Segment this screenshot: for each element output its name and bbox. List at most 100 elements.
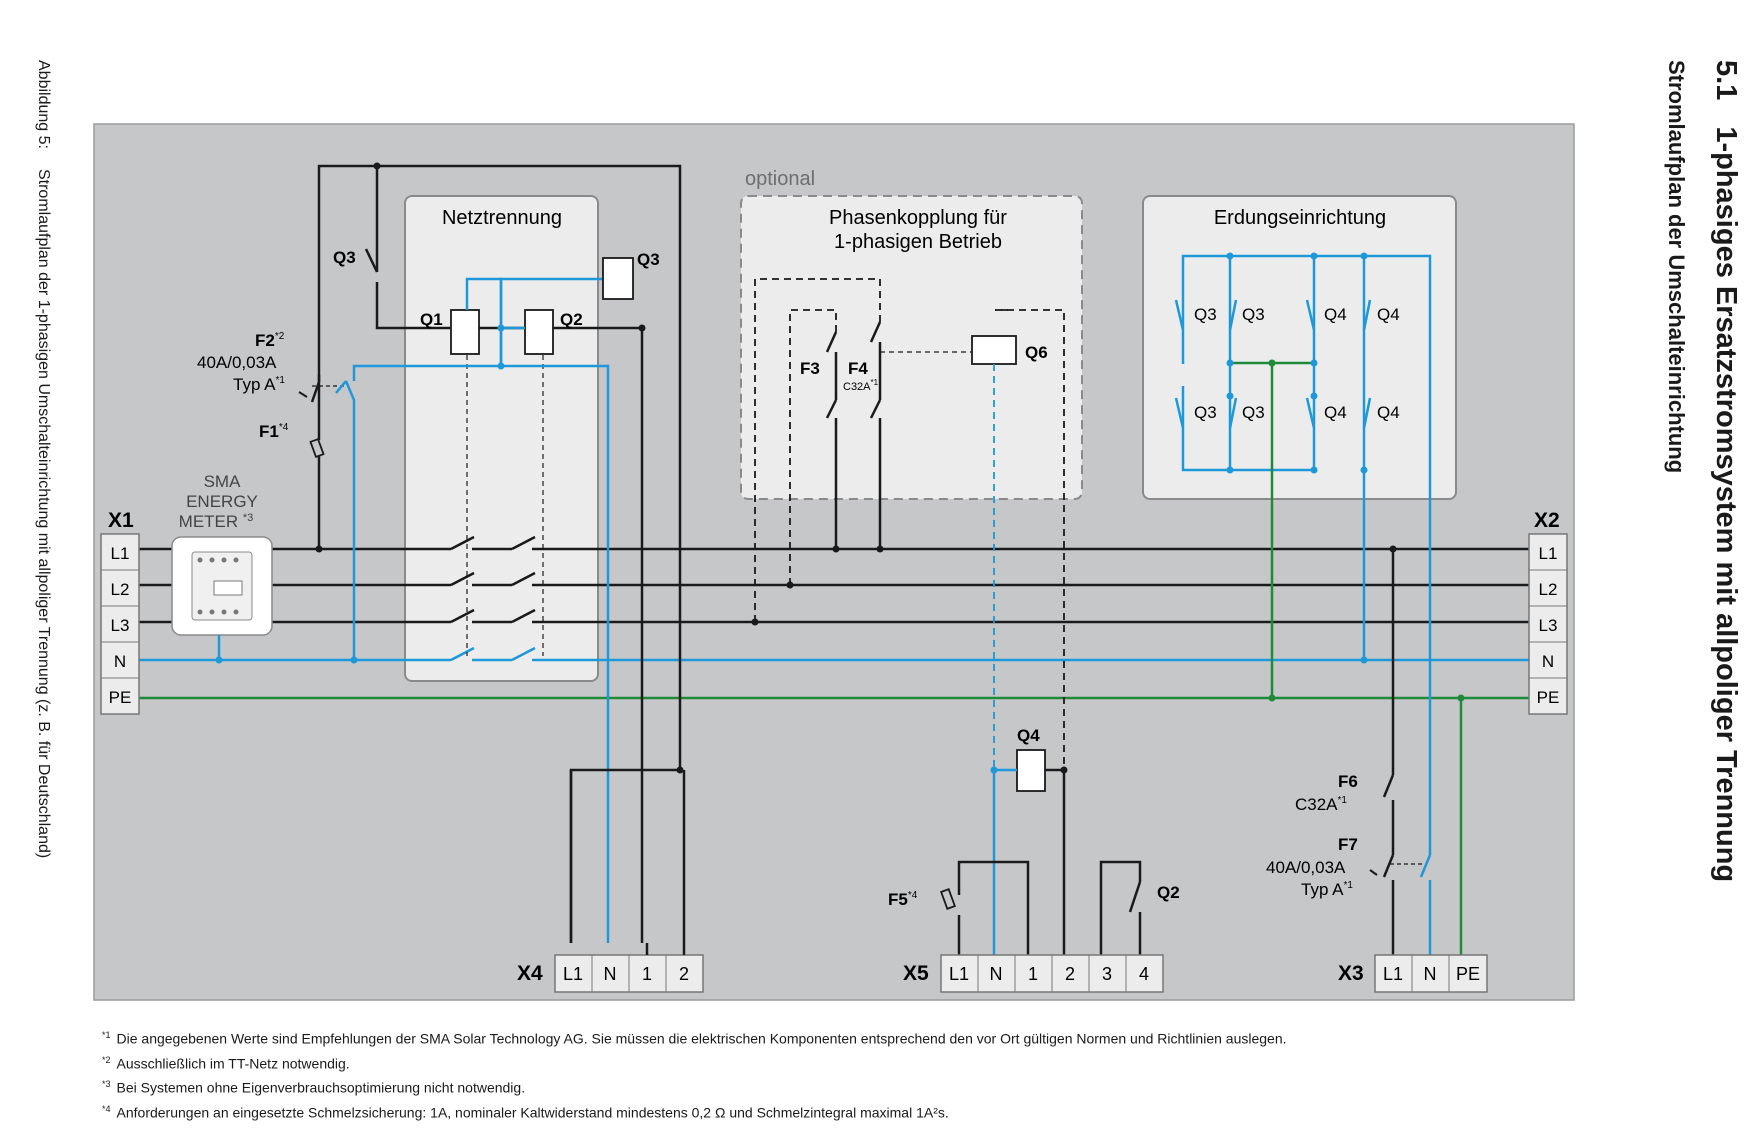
x2-terminal-l3: L3	[1539, 616, 1558, 635]
q6-coil: Q6	[971, 335, 1048, 365]
f2-label: F2	[255, 331, 275, 350]
terminal-block-x5: X5 L1 N 1 2 3 4	[903, 954, 1164, 993]
erdung-q3-4: Q3	[1242, 403, 1265, 422]
footnotes: *1 Die angegebenen Werte sind Empfehlunge…	[102, 1025, 1287, 1124]
f6-breaker: F6 C32A*1	[1295, 772, 1358, 814]
x1-terminal-l1: L1	[111, 544, 130, 563]
f1-label: F1	[259, 422, 279, 441]
q4-label: Q4	[1017, 726, 1040, 745]
f5-fuse: F5*4	[888, 888, 956, 910]
f2-rating: 40A/0,03A	[197, 353, 277, 372]
f6-rating: C32A	[1295, 795, 1338, 814]
x1-terminal-l3: L3	[111, 616, 130, 635]
x2-terminal-l1: L1	[1539, 544, 1558, 563]
netztrennung-contacts	[450, 355, 544, 662]
erdung-label: Erdungseinrichtung	[1214, 207, 1386, 229]
x5-wiring	[957, 768, 1142, 955]
x4-label: X4	[517, 962, 543, 985]
junction-dots	[215, 162, 1465, 774]
erdung-box	[1142, 195, 1457, 500]
footnote-mark-2: *2	[102, 1054, 111, 1065]
x3-terminal-pe: PE	[1456, 964, 1480, 984]
x5-terminal-n: N	[990, 964, 1003, 984]
x4-feed-lines	[645, 770, 686, 955]
f7-rcd: F7 40A/0,03A Typ A*1	[1266, 835, 1358, 899]
q1-coil: Q1	[420, 309, 480, 355]
f7-type: Typ A	[1301, 880, 1344, 899]
footnote-3: *3 Bei Systemen ohne Eigenverbrauchsoptim…	[102, 1074, 1287, 1099]
erdung-q3-3: Q3	[1194, 403, 1217, 422]
x4-terminal-2: 2	[679, 964, 689, 984]
x4-terminal-1: 1	[642, 964, 652, 984]
x1-terminal-n: N	[114, 652, 126, 671]
svg-text:C32A*1: C32A*1	[843, 378, 879, 393]
x4-terminal-n: N	[604, 964, 617, 984]
svg-text:Typ A*1: Typ A*1	[233, 375, 285, 394]
x5-terminal-2: 2	[1065, 964, 1075, 984]
f4-note: *1	[871, 378, 879, 387]
f2-type-note: *1	[276, 375, 286, 386]
f3-label: F3	[800, 359, 820, 378]
footnote-1: *1 Die angegebenen Werte sind Empfehlunge…	[102, 1025, 1287, 1050]
netztrennung-box	[404, 195, 599, 682]
x5-terminal-3: 3	[1102, 964, 1112, 984]
meter-label-3: METER	[179, 512, 239, 531]
f5-note: *4	[908, 890, 918, 901]
q3-left-label: Q3	[333, 248, 356, 267]
q2-contact-label: Q2	[1157, 883, 1180, 902]
x2-label: X2	[1534, 509, 1560, 532]
footnote-4: *4 Anforderungen an eingesetzte Schmelzsi…	[102, 1099, 1287, 1124]
svg-text:F1*4: F1*4	[259, 422, 289, 441]
q2-label: Q2	[560, 310, 583, 329]
meter-note: *3	[243, 512, 253, 524]
terminal-block-x2: X2 L1 L2 L3 N PE	[1528, 509, 1568, 715]
footnote-text-2: Ausschließlich im TT-Netz notwendig.	[116, 1055, 350, 1072]
footnote-mark-3: *3	[102, 1079, 111, 1090]
meter-label-1: SMA	[204, 472, 242, 491]
f7-rating: 40A/0,03A	[1266, 858, 1346, 877]
q3-coil-label: Q3	[637, 250, 660, 269]
footnote-mark-4: *4	[102, 1103, 111, 1114]
terminal-block-x3: X3 L1 N PE	[1338, 954, 1488, 993]
erdung-q4-3: Q4	[1324, 403, 1347, 422]
meter-label-2: ENERGY	[186, 492, 258, 511]
footnote-2: *2 Ausschließlich im TT-Netz notwendig.	[102, 1050, 1287, 1075]
x1-label: X1	[108, 509, 134, 532]
q1-label: Q1	[420, 310, 443, 329]
svg-text:F2*2: F2*2	[255, 331, 285, 350]
x3-terminal-l1: L1	[1383, 964, 1403, 984]
f6-note: *1	[1338, 795, 1348, 806]
q6-label: Q6	[1025, 343, 1048, 362]
q3-coil: Q3	[602, 250, 660, 300]
svg-text:C32A*1: C32A*1	[1295, 795, 1347, 814]
footnote-text-3: Bei Systemen ohne Eigenverbrauchsoptimie…	[116, 1079, 526, 1096]
x5-terminal-l1: L1	[949, 964, 969, 984]
erdung-q4-4: Q4	[1377, 403, 1400, 422]
terminal-block-x1: X1 L1 L2 L3 N PE	[100, 509, 140, 715]
q2-coil: Q2	[524, 309, 583, 355]
footnote-mark-1: *1	[102, 1030, 111, 1040]
f2-note: *2	[275, 331, 285, 342]
terminal-block-x4: X4 L1 N 1 2	[517, 954, 704, 993]
footnote-text-4: Anforderungen an eingesetzte Schmelzsich…	[116, 1104, 949, 1121]
x3-label: X3	[1338, 962, 1364, 985]
x3-terminal-n: N	[1424, 964, 1437, 984]
erdung-q4-2: Q4	[1377, 305, 1400, 324]
f1-note: *4	[279, 422, 289, 433]
q1-q2-blue-wiring	[465, 277, 503, 366]
netztrennung-label: Netztrennung	[442, 207, 562, 229]
f2-type: Typ A	[233, 375, 276, 394]
x2-terminal-pe: PE	[1537, 688, 1560, 707]
phasenkopplung-label-1: Phasenkopplung für	[829, 207, 1007, 229]
x2-terminal-n: N	[1542, 652, 1554, 671]
erdung-contact-labels: Q3 Q3 Q4 Q4 Q3 Q3 Q4 Q4	[1194, 305, 1400, 422]
x5-terminal-1: 1	[1028, 964, 1038, 984]
q4-coil: Q4	[1016, 726, 1046, 792]
f6-label: F6	[1338, 772, 1358, 791]
svg-text:Typ A*1: Typ A*1	[1301, 880, 1353, 899]
x5-terminal-4: 4	[1139, 964, 1149, 984]
f4-label: F4	[848, 359, 868, 378]
x1-terminal-l2: L2	[111, 580, 130, 599]
footnote-text-1: Die angegebenen Werte sind Empfehlungen …	[116, 1030, 1287, 1047]
phasenkopplung-box	[740, 195, 1083, 500]
